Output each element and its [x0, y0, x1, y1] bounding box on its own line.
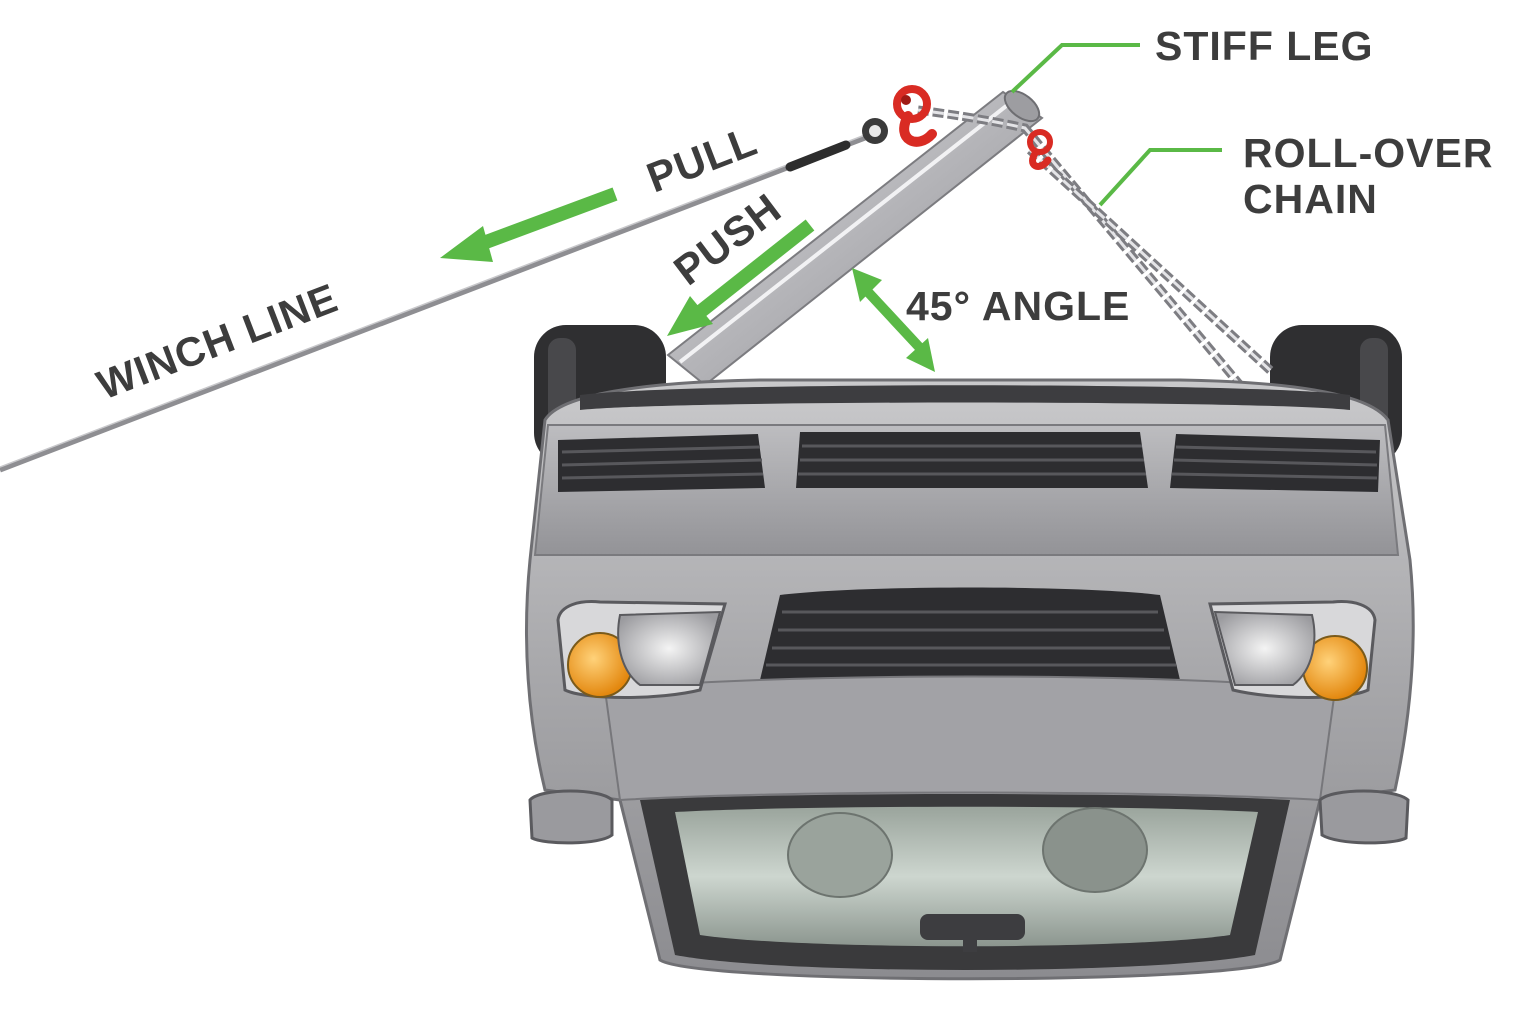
stiff-leg-pole: [666, 89, 1044, 387]
arrow-icon: [440, 226, 493, 262]
stiff-leg-leader: [1010, 43, 1140, 94]
roll-over-chain-label-line2: CHAIN: [1243, 176, 1378, 222]
grille-right: [1170, 434, 1380, 492]
arrow-icon: [906, 338, 935, 372]
pull-label: PULL: [640, 117, 763, 202]
hook-icon: [893, 85, 937, 147]
grille-center: [796, 432, 1148, 488]
roll-over-chain: [917, 105, 1276, 388]
windshield: [640, 794, 1290, 970]
grille-left: [558, 434, 765, 492]
overturned-car: [525, 378, 1415, 981]
headlight-left: [556, 600, 727, 699]
stiff-leg-label: STIFF LEG: [1155, 23, 1374, 69]
roll-over-chain-label-line1: ROLL-OVER: [1243, 130, 1493, 176]
headlight-right: [1208, 600, 1377, 701]
mirror-left: [528, 789, 614, 845]
hook-icon: [1027, 129, 1053, 170]
angle-label: 45° ANGLE: [906, 283, 1130, 329]
angle-double-arrow: [852, 268, 935, 372]
arrow-icon: [852, 268, 882, 302]
arrow-icon: [667, 296, 713, 336]
pull-arrow: [440, 187, 618, 262]
push-arrow: [667, 219, 815, 336]
roll-over-chain-leader: [1098, 148, 1222, 207]
winch-line: [0, 118, 888, 473]
mirror-right: [1318, 789, 1410, 845]
grille-lower: [760, 587, 1180, 680]
